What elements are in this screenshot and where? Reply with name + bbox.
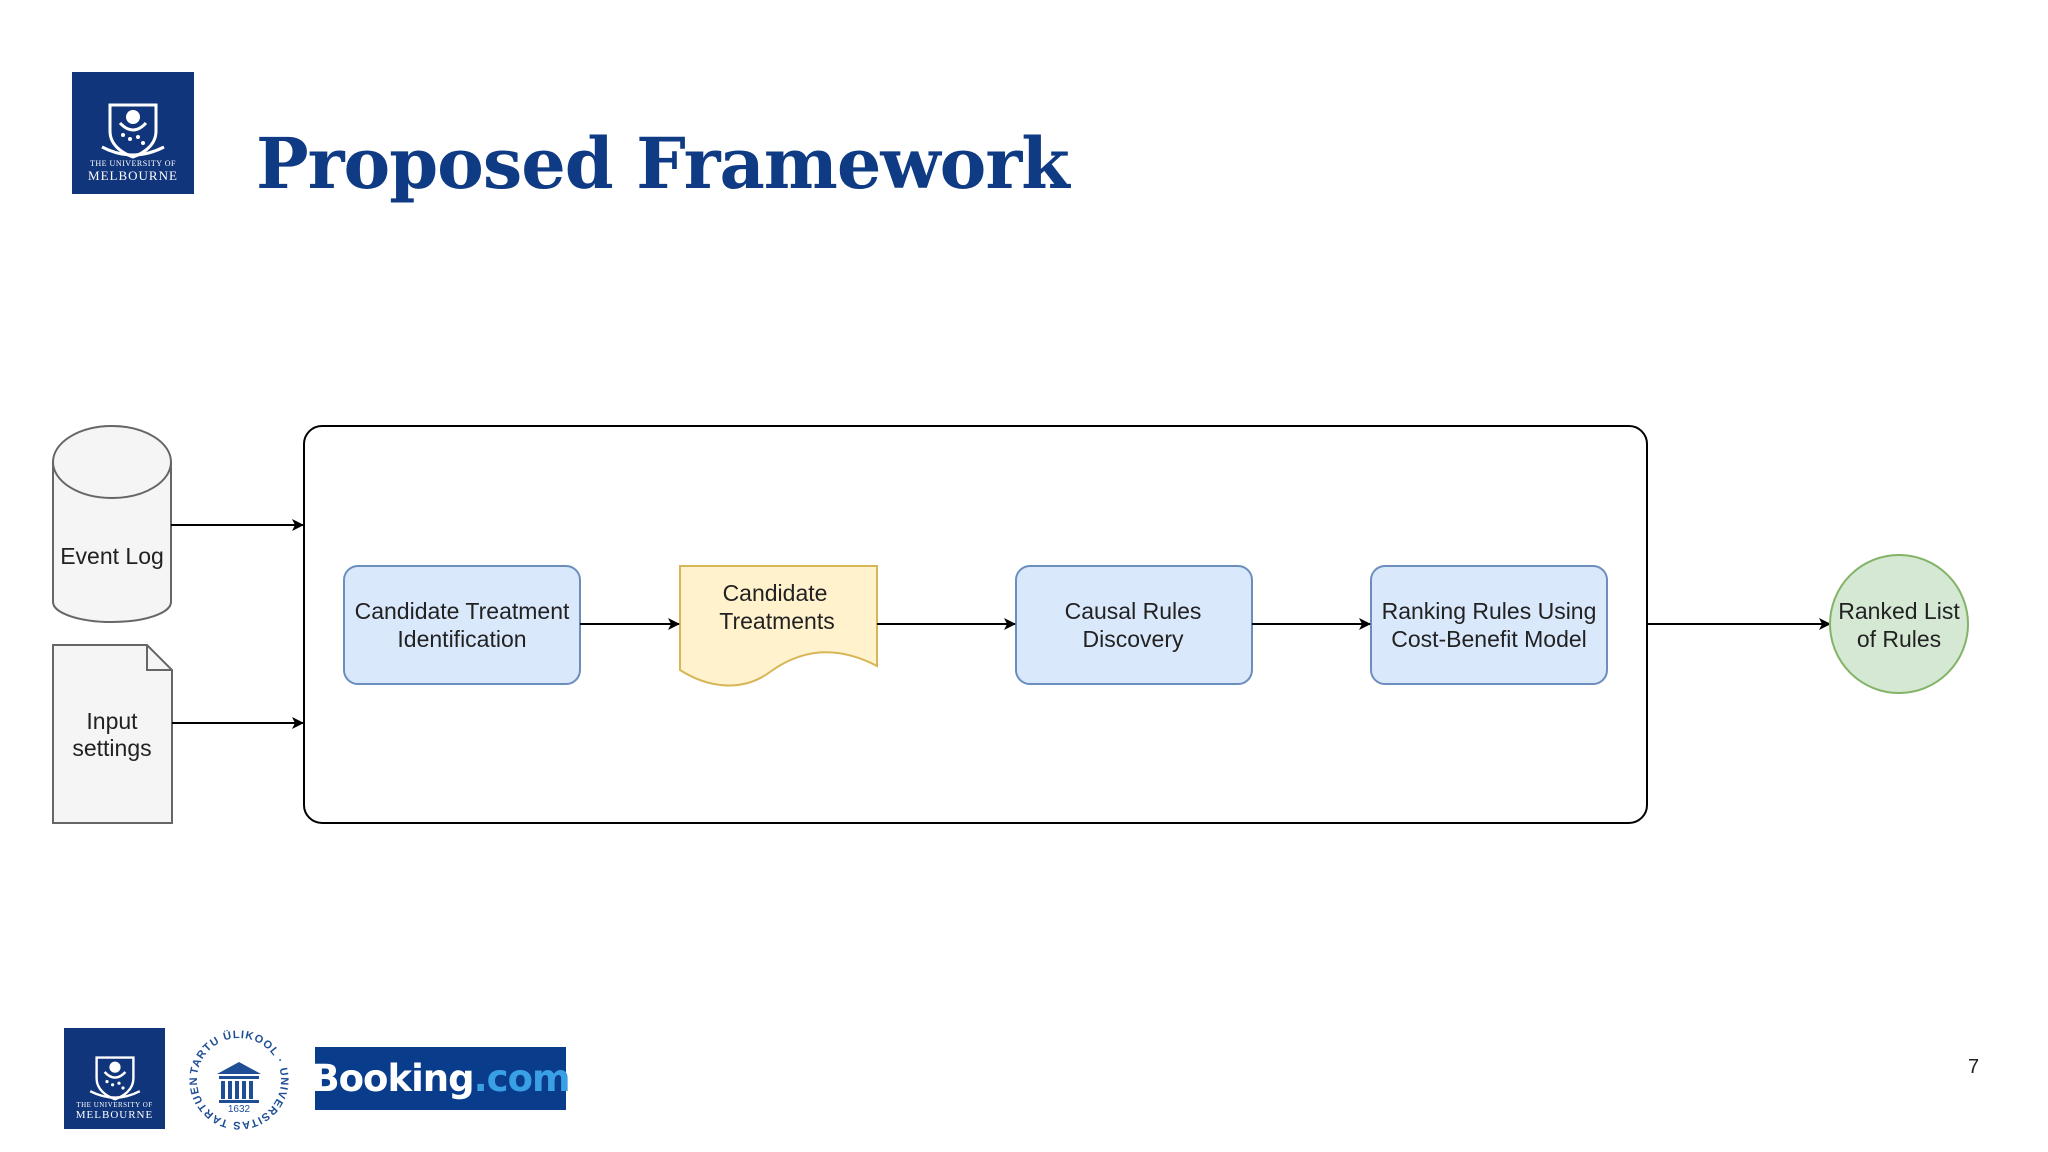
- treatments-label-line1: Candidate: [723, 580, 828, 606]
- melbourne-crest-footer-icon: [89, 1056, 140, 1101]
- page-number: 7: [1968, 1056, 1980, 1078]
- melbourne-logo-line2: MELBOURNE: [88, 168, 178, 183]
- melbourne-footer-line1: THE UNIVERSITY OF: [76, 1101, 153, 1109]
- booking-logo-suffix: .com: [473, 1057, 571, 1100]
- candidate-treatments-document: Candidate Treatments: [679, 565, 878, 687]
- causal-rules-discovery-box: Causal Rules Discovery: [1015, 565, 1253, 685]
- input-settings-note: Input settings: [52, 644, 173, 824]
- output-label-line1: Ranked List: [1838, 598, 1960, 624]
- candidate-treatment-identification-box: Candidate Treatment Identification: [343, 565, 581, 685]
- ranking-label-line2: Cost-Benefit Model: [1391, 626, 1587, 652]
- discovery-label-line2: Discovery: [1083, 626, 1184, 652]
- identification-label-line2: Identification: [397, 626, 526, 652]
- melbourne-logo: THE UNIVERSITY OF MELBOURNE: [72, 72, 194, 194]
- tartu-university-seal: TARTU ÜLIKOOL · UNIVERSITAS TARTUENSIS 1…: [183, 1024, 293, 1134]
- melbourne-logo-footer: THE UNIVERSITY OF MELBOURNE: [64, 1028, 165, 1129]
- ranking-rules-box: Ranking Rules Using Cost-Benefit Model: [1370, 565, 1608, 685]
- input-settings-label-line2: settings: [72, 735, 151, 761]
- event-log-cylinder: Event Log: [52, 425, 172, 623]
- treatments-label-line2: Treatments: [719, 608, 834, 634]
- melbourne-footer-line2: MELBOURNE: [75, 1109, 154, 1121]
- ranking-label-line1: Ranking Rules Using: [1382, 598, 1597, 624]
- booking-logo-main: Booking: [311, 1057, 474, 1100]
- melbourne-crest-icon: [101, 103, 165, 159]
- event-log-label: Event Log: [60, 543, 164, 569]
- output-label-line2: of Rules: [1857, 626, 1941, 652]
- discovery-label-line1: Causal Rules: [1065, 598, 1202, 624]
- identification-label-line1: Candidate Treatment: [355, 598, 570, 624]
- tartu-year: 1632: [228, 1104, 251, 1115]
- page-title: Proposed Framework: [256, 122, 1070, 205]
- input-settings-label-line1: Input: [86, 708, 138, 734]
- booking-logo: Booking.com: [311, 1047, 571, 1110]
- melbourne-logo-line1: THE UNIVERSITY OF: [90, 159, 176, 168]
- ranked-list-output: Ranked List of Rules: [1829, 554, 1969, 694]
